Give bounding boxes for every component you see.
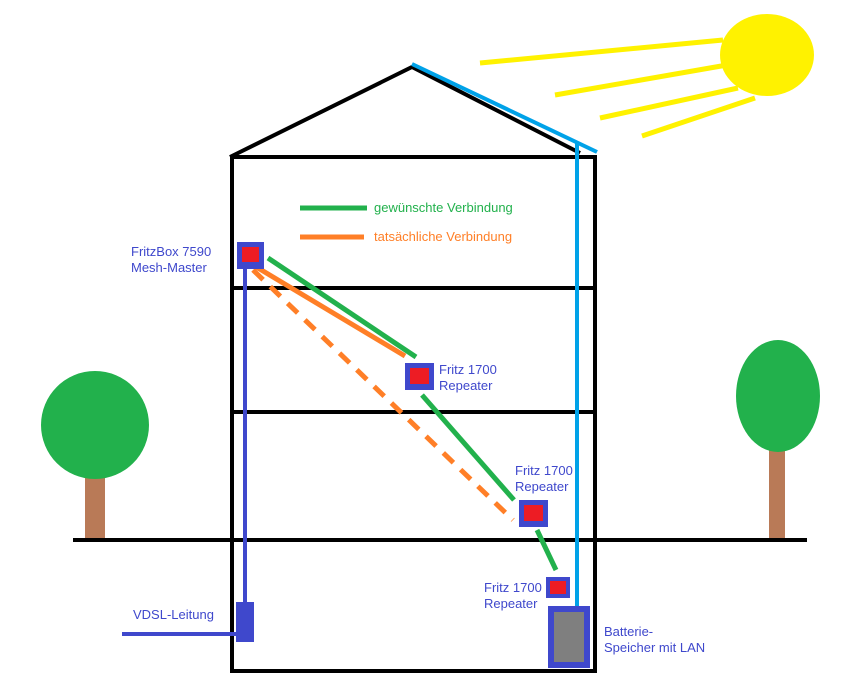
repeater-upper-label: Fritz 1700 Repeater bbox=[439, 362, 497, 394]
sun-ray bbox=[641, 95, 756, 139]
sun-ray bbox=[554, 62, 728, 98]
desired-connection-line bbox=[534, 528, 559, 572]
sun-ray bbox=[599, 85, 739, 121]
pv-cable bbox=[411, 62, 598, 610]
master-label: FritzBox 7590 Mesh-Master bbox=[131, 244, 211, 276]
device-core bbox=[242, 247, 259, 262]
actual-connection-line bbox=[251, 262, 407, 359]
vdsl-connector bbox=[236, 602, 254, 642]
legend-actual-label: tatsächliche Verbindung bbox=[374, 229, 513, 244]
roof bbox=[229, 64, 581, 159]
tree-crown bbox=[736, 340, 820, 452]
battery-label-line1: Batterie- bbox=[604, 624, 654, 639]
tree-icon bbox=[41, 371, 149, 540]
repeater-lower-label: Fritz 1700 Repeater bbox=[484, 580, 542, 612]
repeater-upper-line2: Repeater bbox=[439, 378, 493, 393]
repeater-upper-line1: Fritz 1700 bbox=[439, 362, 497, 377]
device-core bbox=[410, 368, 429, 384]
repeater-lower-line1: Fritz 1700 bbox=[484, 580, 542, 595]
repeater-middle-line1: Fritz 1700 bbox=[515, 463, 573, 478]
router-icon bbox=[237, 242, 264, 269]
sun-icon bbox=[479, 14, 814, 139]
battery-label-line2: Speicher mit LAN bbox=[604, 640, 706, 655]
tree-crown bbox=[41, 371, 149, 479]
device-core bbox=[550, 581, 566, 594]
repeater-icon bbox=[405, 363, 434, 390]
vdsl-label: VDSL-Leitung bbox=[133, 607, 214, 622]
desired-connection-line bbox=[266, 255, 418, 360]
tree-trunk bbox=[769, 440, 785, 540]
actual-connection-dashed-line bbox=[251, 268, 515, 522]
repeater-lower-line2: Repeater bbox=[484, 596, 538, 611]
sun-disc bbox=[720, 14, 814, 96]
repeater-middle-line2: Repeater bbox=[515, 479, 569, 494]
repeater-icon bbox=[519, 500, 548, 527]
legend-desired-label: gewünschte Verbindung bbox=[374, 200, 513, 215]
battery-fill bbox=[554, 612, 584, 662]
solar-panel-line bbox=[411, 62, 598, 154]
master-label-line2: Mesh-Master bbox=[131, 260, 207, 275]
repeater-icon bbox=[546, 577, 570, 598]
battery-icon bbox=[548, 606, 590, 668]
tree-icon bbox=[736, 340, 820, 540]
desired-connection-line bbox=[420, 393, 516, 502]
tree-trunk bbox=[85, 470, 105, 540]
master-label-line1: FritzBox 7590 bbox=[131, 244, 212, 259]
vdsl-line bbox=[122, 262, 254, 642]
battery-label: Batterie- Speicher mit LAN bbox=[604, 624, 705, 656]
device-core bbox=[524, 505, 543, 521]
sun-ray bbox=[479, 37, 724, 66]
repeater-middle-label: Fritz 1700 Repeater bbox=[515, 463, 573, 495]
